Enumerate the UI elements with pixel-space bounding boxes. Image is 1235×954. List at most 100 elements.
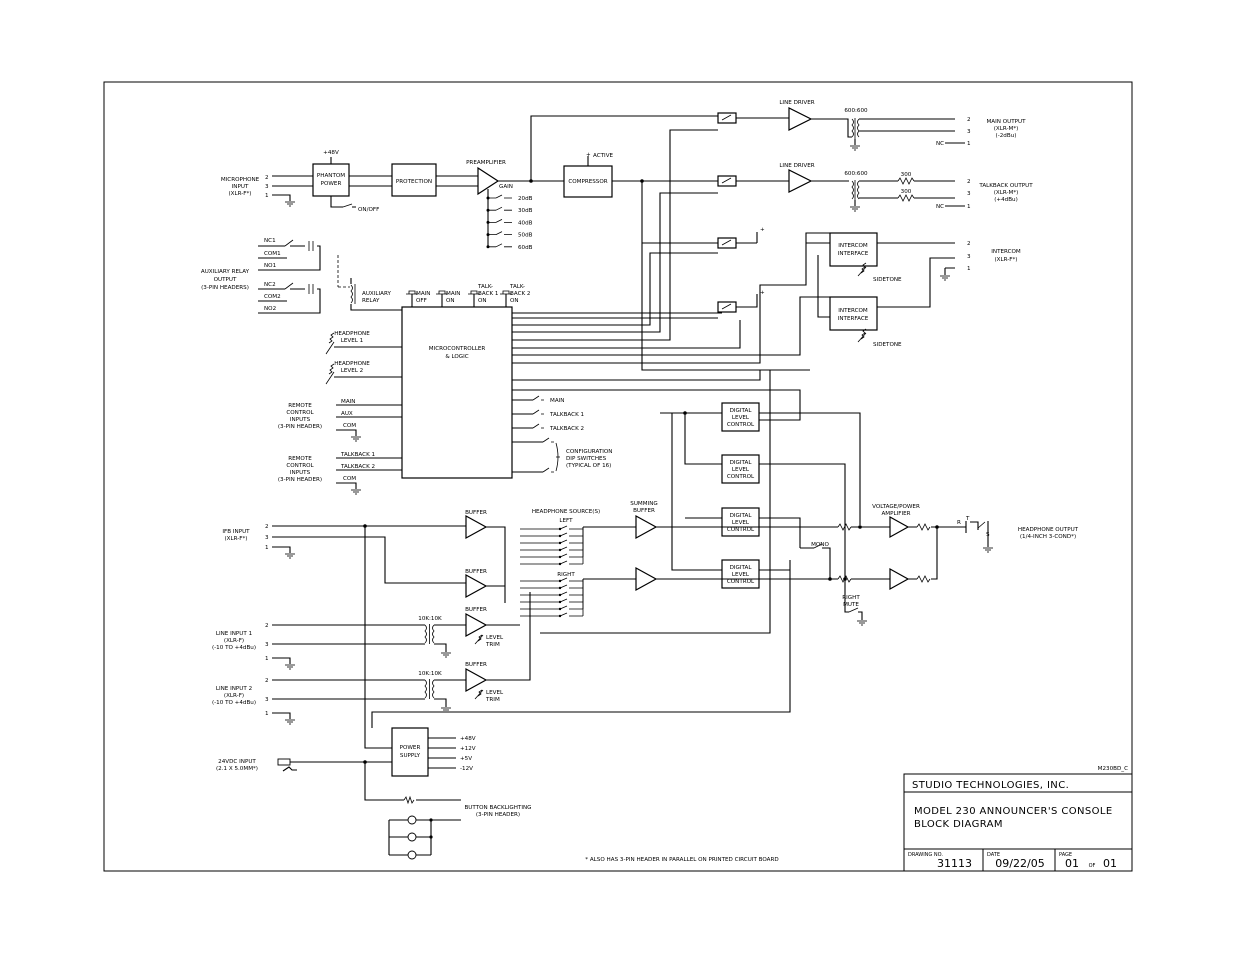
svg-text:LEFT: LEFT	[559, 518, 573, 524]
svg-text:BACK 2: BACK 2	[510, 291, 530, 297]
svg-text:(XLR-F*): (XLR-F*)	[994, 257, 1017, 263]
svg-text:NO1: NO1	[264, 263, 277, 269]
svg-text:(1/4-INCH 3-COND*): (1/4-INCH 3-COND*)	[1020, 534, 1076, 540]
svg-text:NC: NC	[936, 141, 944, 147]
svg-text:+: +	[760, 227, 765, 233]
svg-text:INPUTS: INPUTS	[290, 417, 311, 423]
svg-text:(XLR-F*): (XLR-F*)	[224, 536, 247, 542]
svg-text:DIGITAL: DIGITAL	[730, 408, 753, 414]
svg-text:MUTE: MUTE	[843, 602, 859, 608]
mono-right-mute: MONO RIGHT MUTE	[799, 523, 890, 626]
svg-text:LINE INPUT 2: LINE INPUT 2	[216, 686, 252, 692]
source-select-switch	[520, 579, 584, 604]
svg-text:VOLTAGE/POWER: VOLTAGE/POWER	[872, 504, 920, 510]
auxiliary-relay-output: AUXILIARY RELAY OUTPUT (3-PIN HEADERS) N…	[201, 238, 350, 314]
svg-text:TALKBACK 1: TALKBACK 1	[340, 452, 376, 458]
gain-step: 60dB	[486, 243, 533, 251]
svg-text:PAGE: PAGE	[1059, 852, 1072, 858]
svg-text:MAIN: MAIN	[446, 291, 461, 297]
svg-text:DIP SWITCHES: DIP SWITCHES	[566, 456, 607, 462]
remote-control-inputs-2: REMOTE CONTROL INPUTS (3-PIN HEADER) TAL…	[278, 452, 402, 495]
svg-text:3: 3	[265, 697, 269, 703]
svg-text:SIDETONE: SIDETONE	[873, 342, 902, 348]
svg-text:LEVEL 1: LEVEL 1	[341, 338, 364, 344]
svg-text:TRIM: TRIM	[485, 642, 500, 648]
svg-text:(-2dBu): (-2dBu)	[996, 133, 1017, 139]
svg-text:HEADPHONE OUTPUT: HEADPHONE OUTPUT	[1018, 527, 1079, 533]
svg-text:(XLR-F): (XLR-F)	[224, 693, 244, 699]
source-select-switch	[520, 579, 584, 597]
source-select-switch	[520, 579, 584, 590]
svg-text:MAIN: MAIN	[416, 291, 431, 297]
svg-text:600:600: 600:600	[844, 108, 868, 114]
gain-step: 20dB	[486, 194, 533, 202]
svg-text:LEVEL: LEVEL	[732, 415, 750, 421]
svg-text:HEADPHONE: HEADPHONE	[334, 331, 370, 337]
svg-text:CONTROL: CONTROL	[727, 422, 755, 428]
svg-text:MAIN: MAIN	[341, 399, 356, 405]
headphone-level-pots: HEADPHONE LEVEL 1 HEADPHONE LEVEL 2	[325, 331, 402, 385]
svg-text:NC: NC	[936, 204, 944, 210]
gain-step-label: 40dB	[518, 220, 533, 226]
svg-text:TALK-: TALK-	[509, 284, 525, 290]
svg-text:3: 3	[265, 642, 269, 648]
gain-step-label: 60dB	[518, 245, 533, 251]
intercom1-switch	[717, 237, 737, 249]
source-select-switch	[520, 527, 584, 538]
svg-text:NO2: NO2	[264, 306, 276, 312]
svg-text:+: +	[760, 290, 765, 296]
svg-text:(XLR-F): (XLR-F)	[224, 638, 244, 644]
dc-input: 24VDC INPUT (2.1 X 5.0MM*)	[216, 758, 461, 805]
svg-text:HEADPHONE: HEADPHONE	[334, 361, 370, 367]
svg-text:PROTECTION: PROTECTION	[396, 179, 432, 185]
svg-text:2: 2	[265, 524, 269, 530]
svg-text:ON/OFF: ON/OFF	[358, 207, 379, 213]
buffer-ifb-1: BUFFER	[465, 510, 488, 540]
svg-text:BUFFER: BUFFER	[465, 510, 487, 516]
svg-text:OUTPUT: OUTPUT	[214, 277, 237, 283]
svg-text:3: 3	[265, 535, 269, 541]
svg-text:1: 1	[265, 711, 269, 717]
svg-text:MAIN OUTPUT: MAIN OUTPUT	[986, 119, 1026, 125]
svg-text:(3-PIN HEADER): (3-PIN HEADER)	[278, 477, 322, 483]
svg-text:CONTROL: CONTROL	[286, 463, 314, 469]
svg-text:DIGITAL: DIGITAL	[730, 460, 753, 466]
svg-text:(3-PIN HEADER): (3-PIN HEADER)	[278, 424, 322, 430]
svg-text:2: 2	[967, 117, 971, 123]
source-select-switch	[520, 527, 584, 552]
svg-text:2: 2	[265, 678, 269, 684]
svg-text:+48V: +48V	[460, 736, 476, 742]
svg-text:LEVEL: LEVEL	[732, 467, 750, 473]
svg-text:INTERCOM: INTERCOM	[838, 243, 868, 249]
svg-text:INTERCOM: INTERCOM	[838, 308, 868, 314]
svg-text:NC2: NC2	[264, 282, 276, 288]
svg-text:ON: ON	[510, 298, 519, 304]
source-select-switch	[520, 527, 584, 566]
svg-text:3: 3	[265, 184, 269, 190]
svg-text:DIGITAL: DIGITAL	[730, 565, 753, 571]
svg-text:+12V: +12V	[460, 746, 476, 752]
svg-text:BACK 1: BACK 1	[478, 291, 499, 297]
source-select-switch	[520, 527, 584, 545]
ifb-input: IFB INPUT (XLR-F*) 2 3 1	[222, 524, 466, 749]
svg-text:HEADPHONE SOURCE(S): HEADPHONE SOURCE(S)	[532, 509, 600, 515]
svg-text:10K:10K: 10K:10K	[418, 616, 442, 622]
intercom-interface-2: INTERCOM INTERFACE SIDETONE	[829, 296, 902, 348]
svg-text:(3-PIN HEADER): (3-PIN HEADER)	[476, 812, 520, 818]
svg-text:600:600: 600:600	[844, 171, 868, 177]
compressor-block: COMPRESSOR + ACTIVE	[563, 152, 614, 198]
source-select-switch	[520, 527, 584, 559]
svg-text:COM2: COM2	[264, 294, 281, 300]
svg-text:S: S	[986, 532, 990, 538]
svg-text:300: 300	[901, 172, 912, 178]
svg-text:BUFFER: BUFFER	[633, 508, 655, 514]
gain-step-label: 50dB	[518, 233, 533, 239]
intercom-connector: 2 3 1 INTERCOM (XLR-F*) + +	[736, 227, 1021, 318]
remote-control-inputs-1: REMOTE CONTROL INPUTS (3-PIN HEADER) MAI…	[278, 399, 402, 442]
gain-step-label: 20dB	[518, 196, 533, 202]
drawing-title-1: MODEL 230 ANNOUNCER'S CONSOLE	[914, 806, 1113, 817]
